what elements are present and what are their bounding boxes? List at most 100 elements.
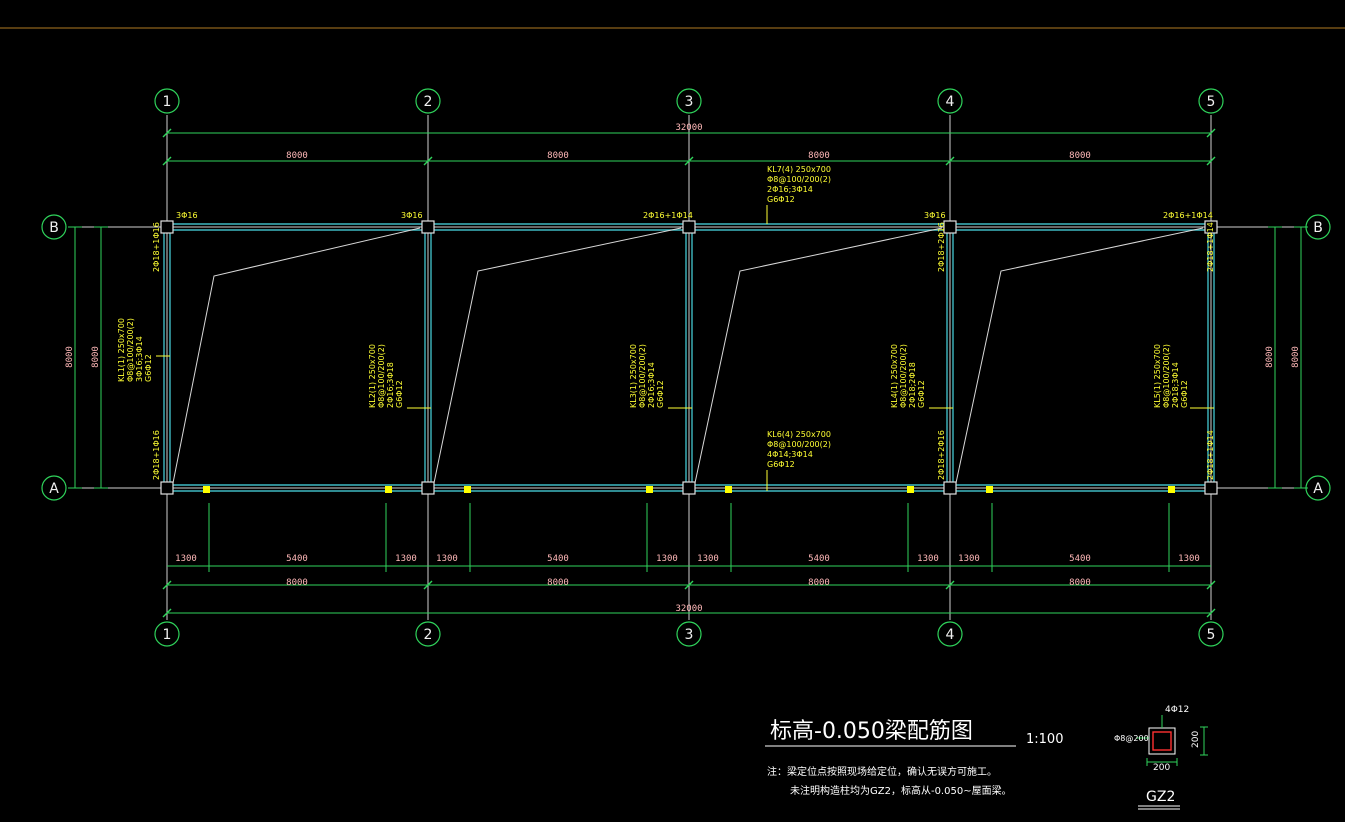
dim-total-top: 32000 — [675, 123, 702, 133]
gz2-width: 200 — [1153, 763, 1170, 773]
svg-text:G6Φ12: G6Φ12 — [767, 195, 795, 204]
svg-text:Φ8@100/200(2): Φ8@100/200(2) — [126, 318, 135, 382]
gz2-section-detail — [1136, 715, 1208, 810]
dim-bay-bottom: 8000 — [286, 578, 308, 588]
reinf-label: 3Φ16 — [401, 211, 423, 220]
svg-text:2Φ18;3Φ14: 2Φ18;3Φ14 — [1171, 362, 1180, 408]
reinf-label: 2Φ18+1Φ14 — [1206, 430, 1215, 480]
gz2-markers — [203, 486, 1175, 493]
dim-bay: 8000 — [1069, 151, 1091, 161]
dim-bay-bottom: 8000 — [808, 578, 830, 588]
dim-sub: 1300 — [175, 554, 197, 564]
gz2-marker — [986, 486, 993, 493]
axis-label-top: 4 — [946, 94, 955, 110]
dim-bay: 8000 — [286, 151, 308, 161]
column — [943, 220, 957, 234]
column — [421, 220, 435, 234]
dim-span-right: 8000 — [1291, 346, 1301, 368]
dim-sub: 1300 — [1178, 554, 1200, 564]
dim-sub: 1300 — [917, 554, 939, 564]
svg-text:2Φ16;3Φ14: 2Φ16;3Φ14 — [767, 185, 813, 194]
gz2-stirrup: Φ8@200 — [1114, 734, 1149, 743]
svg-text:G6Φ12: G6Φ12 — [917, 380, 926, 408]
dim-sub: 5400 — [286, 554, 308, 564]
column — [421, 481, 435, 495]
callout-leaders — [156, 205, 1214, 491]
axis-labels: 1 2 3 4 5 1 2 3 4 5 B A B A — [49, 94, 1323, 643]
svg-text:KL1(1) 250x700: KL1(1) 250x700 — [117, 318, 126, 382]
beam-callout-kl4: KL4(1) 250x700 Φ8@100/200(2) 2Φ18;2Φ18 G… — [890, 344, 926, 408]
dim-sub: 5400 — [808, 554, 830, 564]
dimension-texts: 32000 8000 8000 8000 8000 1300 5400 1300… — [65, 123, 1301, 614]
drawing-title: 标高-0.050梁配筋图 1:100 — [765, 719, 1063, 747]
svg-text:Φ8@100/200(2): Φ8@100/200(2) — [377, 344, 386, 408]
gz2-marker — [646, 486, 653, 493]
dim-bay: 8000 — [547, 151, 569, 161]
dim-sub: 1300 — [656, 554, 678, 564]
dim-sub: 1300 — [395, 554, 417, 564]
svg-text:G6Φ12: G6Φ12 — [656, 380, 665, 408]
dim-total-bottom: 32000 — [675, 604, 702, 614]
svg-text:KL3(1) 250x700: KL3(1) 250x700 — [629, 344, 638, 408]
svg-text:KL4(1) 250x700: KL4(1) 250x700 — [890, 344, 899, 408]
column — [1204, 481, 1218, 495]
svg-text:3Φ16;3Φ14: 3Φ16;3Φ14 — [135, 336, 144, 382]
reinf-label: 2Φ18+2Φ16 — [937, 222, 946, 272]
dimension-lines — [68, 132, 1308, 614]
beam-callout-kl5: KL5(1) 250x700 Φ8@100/200(2) 2Φ18;3Φ14 G… — [1153, 344, 1189, 408]
gz2-bars: 4Φ12 — [1165, 705, 1189, 715]
svg-text:2Φ18;2Φ18: 2Φ18;2Φ18 — [908, 362, 917, 408]
axis-label-bottom: 2 — [424, 627, 433, 643]
columns — [160, 220, 1218, 495]
gz2-marker — [725, 486, 732, 493]
axis-bubbles — [41, 88, 1331, 647]
reinf-label: 2Φ16+1Φ14 — [1163, 211, 1213, 220]
title-text: 标高-0.050梁配筋图 — [770, 719, 973, 744]
svg-text:G6Φ12: G6Φ12 — [767, 460, 795, 469]
dim-sub: 5400 — [547, 554, 569, 564]
svg-text:Φ8@100/200(2): Φ8@100/200(2) — [767, 440, 831, 449]
svg-text:KL2(1) 250x700: KL2(1) 250x700 — [368, 344, 377, 408]
vertical-reinforcement-labels: 2Φ18+1Φ16 2Φ18+1Φ16 2Φ18+2Φ16 2Φ18+2Φ16 … — [152, 222, 1215, 480]
diagonal-polylines — [172, 227, 1204, 484]
svg-text:KL6(4) 250x700: KL6(4) 250x700 — [767, 430, 831, 439]
dim-sub: 1300 — [697, 554, 719, 564]
beam-callout-kl6: KL6(4) 250x700 Φ8@100/200(2) 4Φ14;3Φ14 G… — [767, 430, 831, 469]
column — [160, 220, 174, 234]
note-line: 未注明构造柱均为GZ2，标高从-0.050~屋面梁。 — [790, 784, 1012, 797]
svg-text:KL7(4) 250x700: KL7(4) 250x700 — [767, 165, 831, 174]
dimension-ticks — [162, 128, 1216, 618]
axis-label-top: 1 — [163, 94, 172, 110]
top-reinforcement-labels: 3Φ16 3Φ16 2Φ16+1Φ14 3Φ16 2Φ16+1Φ14 — [176, 211, 1213, 220]
svg-text:G6Φ12: G6Φ12 — [395, 380, 404, 408]
dim-sub: 5400 — [1069, 554, 1091, 564]
axis-label-top: 2 — [424, 94, 433, 110]
dim-bay-bottom: 8000 — [547, 578, 569, 588]
dim-bay-bottom: 8000 — [1069, 578, 1091, 588]
beam-callout-kl7: KL7(4) 250x700 Φ8@100/200(2) 2Φ16;3Φ14 G… — [767, 165, 831, 204]
note-line: 注：梁定位点按照现场给定位，确认无误方可施工。 — [767, 765, 997, 778]
dim-span-left: 8000 — [65, 346, 75, 368]
axis-label-bottom: 5 — [1207, 627, 1216, 643]
svg-text:Φ8@100/200(2): Φ8@100/200(2) — [1162, 344, 1171, 408]
dim-span-left: 8000 — [91, 346, 101, 368]
svg-text:2Φ16;3Φ14: 2Φ16;3Φ14 — [647, 362, 656, 408]
column — [943, 481, 957, 495]
axis-label-left: B — [49, 220, 59, 236]
svg-text:Φ8@100/200(2): Φ8@100/200(2) — [767, 175, 831, 184]
axis-label-left: A — [49, 481, 59, 497]
axis-label-right: A — [1313, 481, 1323, 497]
reinf-label: 2Φ18+2Φ16 — [937, 430, 946, 480]
column — [1204, 220, 1218, 234]
gz2-marker — [464, 486, 471, 493]
svg-text:G6Φ12: G6Φ12 — [1180, 380, 1189, 408]
axis-label-bottom: 3 — [685, 627, 694, 643]
beam-callout-kl2: KL2(1) 250x700 Φ8@100/200(2) 2Φ16;3Φ18 G… — [368, 344, 404, 408]
axis-label-bottom: 1 — [163, 627, 172, 643]
column — [682, 481, 696, 495]
beam-callout-kl1: KL1(1) 250x700 Φ8@100/200(2) 3Φ16;3Φ14 G… — [117, 318, 153, 382]
svg-text:Φ8@100/200(2): Φ8@100/200(2) — [638, 344, 647, 408]
notes: 注：梁定位点按照现场给定位，确认无误方可施工。 未注明构造柱均为GZ2，标高从-… — [767, 765, 1012, 797]
dim-bay: 8000 — [808, 151, 830, 161]
